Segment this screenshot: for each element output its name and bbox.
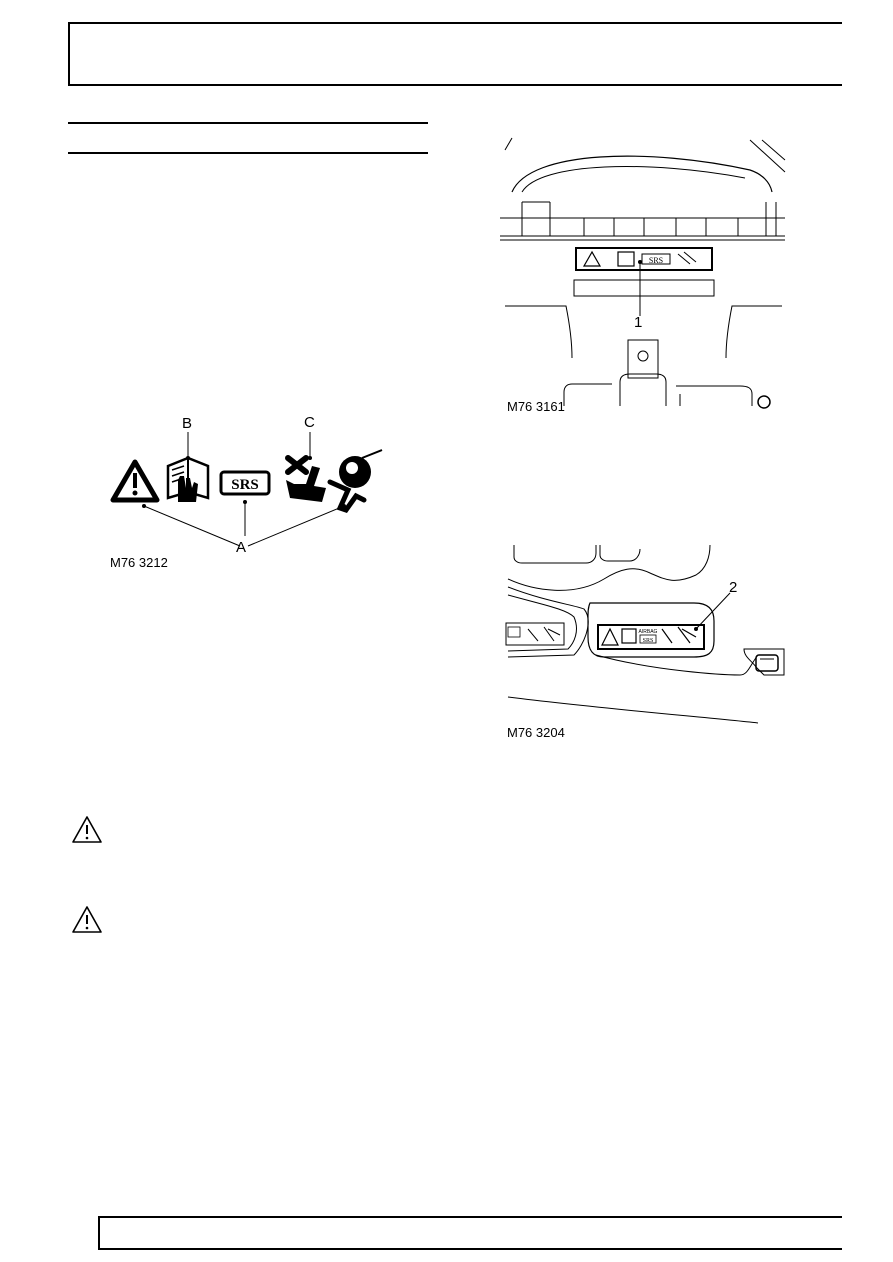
- section-rule-top: [68, 122, 428, 124]
- srs-symbols-drawing: SRS: [110, 432, 383, 547]
- callout-b: B: [182, 415, 193, 432]
- warning-triangle-icon: [110, 459, 160, 503]
- callout-2: 2: [729, 579, 738, 596]
- no-rear-seat-icon: [285, 455, 326, 502]
- svg-text:SRS: SRS: [643, 638, 654, 644]
- figure-overhead-label: SRS: [500, 130, 790, 410]
- page-footer-frame: [98, 1216, 842, 1250]
- svg-text:SRS: SRS: [649, 256, 663, 265]
- svg-text:AIRBAG: AIRBAG: [639, 629, 658, 635]
- figure-code: M76 3212: [110, 555, 168, 570]
- page-header-frame: [68, 22, 842, 86]
- svg-text:SRS: SRS: [231, 477, 259, 493]
- airbag-occupant-icon: [327, 449, 383, 513]
- srs-label: SRS: [219, 470, 271, 496]
- callout-a: A: [236, 539, 247, 556]
- visor-label-drawing: AIRBAG SRS: [505, 544, 785, 724]
- figure-code: M76 3204: [507, 725, 565, 740]
- caution-triangle-icon: [70, 904, 104, 941]
- section-rule-bottom: [68, 152, 428, 154]
- callout-1: 1: [634, 314, 643, 331]
- manual-hand-icon: [166, 456, 210, 502]
- figure-srs-symbols: SRS: [100, 410, 400, 580]
- figure-visor-label: AIRBAG SRS: [504, 544, 789, 725]
- callout-c: C: [304, 414, 315, 431]
- caution-triangle-icon: [70, 814, 104, 851]
- overhead-label-drawing: SRS: [500, 137, 786, 409]
- figure-code: M76 3161: [507, 399, 565, 414]
